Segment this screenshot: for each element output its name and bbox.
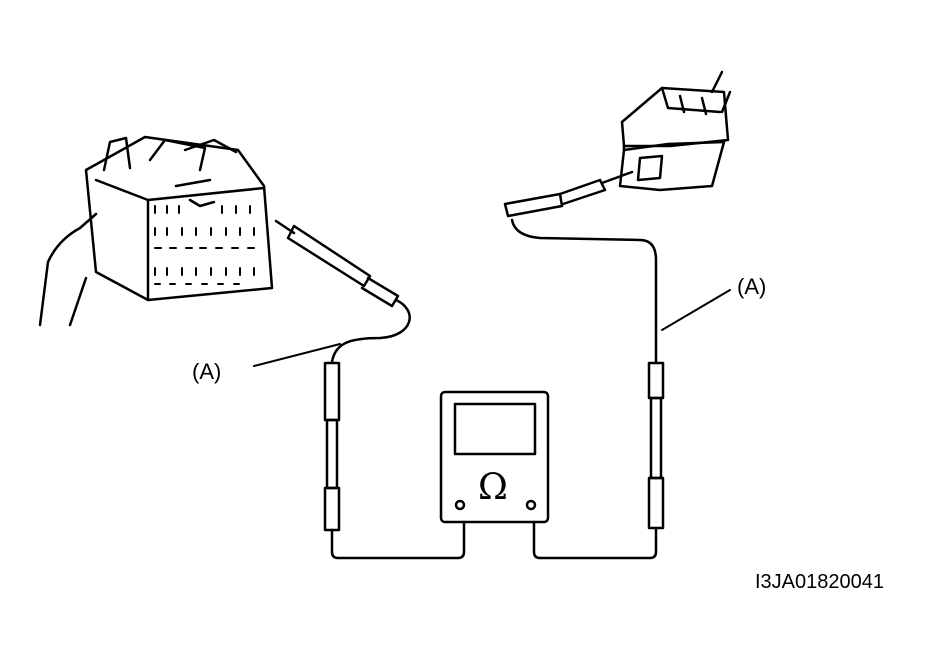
probe-label-left: (A) bbox=[192, 359, 222, 384]
multi-pin-connector-icon bbox=[84, 135, 274, 302]
leader-line-right bbox=[661, 289, 731, 331]
ohm-symbol: Ω bbox=[478, 467, 508, 508]
left-lead-connector bbox=[323, 361, 466, 560]
leader-line-left bbox=[253, 343, 341, 367]
probe-label-right: (A) bbox=[737, 274, 767, 299]
right-lead-connector bbox=[510, 218, 665, 530]
left-probe bbox=[274, 219, 411, 364]
figure-id: I3JA01820041 bbox=[755, 571, 885, 593]
right-probe bbox=[503, 170, 634, 218]
right-lead bbox=[532, 520, 658, 560]
two-pin-connector-icon bbox=[618, 70, 732, 192]
hand-icon bbox=[38, 212, 98, 327]
ohmmeter-icon bbox=[439, 390, 550, 524]
